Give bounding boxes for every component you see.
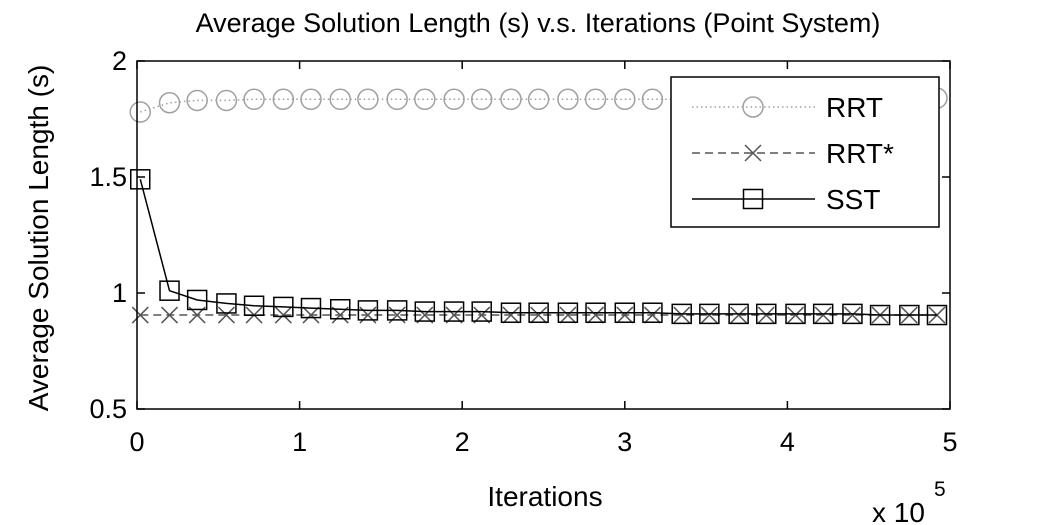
data-point-sst [812, 303, 834, 325]
data-point-rrt-star [502, 306, 520, 324]
data-point-sst [614, 302, 636, 323]
data-point-sst [756, 303, 777, 325]
data-point-rrt [500, 88, 522, 111]
y-axis-label: Average Solution Length (s) [23, 65, 54, 412]
x-axis: 0 1 2 3 4 5 [129, 61, 958, 457]
data-point-sst [386, 300, 408, 321]
data-point-sst [500, 302, 522, 323]
data-point-rrt [527, 88, 550, 111]
x-axis-label: Iterations [487, 481, 602, 512]
data-point-rrt-star [730, 306, 748, 324]
x-tick-label: 1 [292, 427, 307, 457]
x-tick-label: 3 [617, 427, 632, 457]
data-point-rrt-star [673, 306, 691, 324]
data-point-rrt-star [587, 306, 605, 324]
data-point-sst [728, 303, 749, 325]
data-point-rrt-star [160, 306, 179, 324]
data-point-sst [186, 289, 208, 311]
data-point-rrt [300, 88, 322, 111]
x-tick-label: 4 [780, 427, 795, 457]
y-tick-label: 0.5 [89, 394, 127, 424]
data-point-rrt-star [131, 306, 149, 324]
data-point-sst [585, 302, 606, 323]
data-point-rrt-star [643, 306, 661, 324]
data-point-rrt-star [814, 306, 832, 324]
data-point-rrt-star [302, 306, 320, 324]
legend-box [670, 76, 940, 228]
legend-marker-sst [742, 188, 764, 210]
y-axis: 0.5 1 1.5 2 [89, 46, 950, 424]
data-point-rrt-star [700, 306, 718, 324]
data-point-rrt-star [616, 306, 634, 324]
data-point-sst [273, 296, 294, 318]
data-point-sst [130, 169, 151, 190]
data-point-sst [842, 303, 863, 325]
data-point-rrt [272, 88, 295, 111]
legend: RRT RRT* SST [670, 76, 940, 228]
data-point-sst [243, 295, 265, 317]
data-point-sst [785, 303, 806, 325]
data-point-rrt [215, 89, 238, 112]
plot-area [129, 87, 948, 326]
data-point-rrt [557, 88, 579, 111]
data-point-rrt [243, 88, 265, 111]
legend-label-sst: SST [826, 184, 880, 215]
legend-label-rrt-star: RRT* [826, 138, 894, 169]
y-tick-label: 2 [112, 46, 127, 76]
data-point-rrt [129, 101, 152, 123]
x-multiplier-base: x 10 [872, 497, 925, 525]
data-point-sst [557, 302, 579, 323]
data-point-sst [869, 304, 891, 326]
data-point-rrt [443, 88, 465, 111]
data-point-sst [699, 303, 720, 325]
legend-label-rrt: RRT [826, 92, 883, 123]
data-point-sst [300, 297, 322, 319]
data-point-rrt [584, 88, 607, 111]
x-tick-label: 2 [455, 427, 470, 457]
data-point-rrt [414, 88, 436, 111]
x-tick-label: 5 [942, 427, 957, 457]
axes-frame [136, 60, 951, 410]
data-point-sst [899, 304, 920, 326]
data-point-rrt [357, 88, 379, 111]
data-point-rrt [386, 88, 408, 111]
data-point-sst [159, 280, 180, 301]
x-multiplier-exponent: 5 [934, 478, 946, 501]
data-point-rrt-star [274, 306, 292, 324]
data-point-rrt [641, 88, 664, 111]
y-tick-label: 1.5 [89, 162, 127, 192]
data-point-rrt [186, 89, 208, 112]
data-point-rrt-star [559, 306, 577, 324]
data-point-rrt [329, 88, 351, 111]
data-point-sst [528, 302, 549, 323]
legend-marker-rrt-star [744, 144, 762, 162]
x-tick-label: 0 [129, 427, 144, 457]
data-point-rrt-star [217, 306, 235, 324]
data-point-sst [357, 300, 379, 321]
y-tick-label: 1 [112, 278, 127, 308]
data-point-rrt-star [530, 306, 548, 324]
data-point-rrt-star [757, 306, 775, 324]
data-point-sst [671, 303, 692, 325]
data-point-rrt-star [786, 306, 805, 324]
data-point-rrt [158, 92, 181, 114]
data-point-sst [330, 298, 351, 320]
data-point-rrt [470, 88, 493, 111]
data-point-sst [471, 301, 492, 322]
data-point-sst [443, 301, 465, 322]
legend-marker-rrt [742, 96, 764, 118]
data-point-rrt-star [843, 306, 861, 324]
chart-title: Average Solution Length (s) v.s. Iterati… [196, 8, 881, 38]
data-point-sst [926, 304, 948, 326]
data-point-sst [216, 293, 237, 314]
data-point-sst [642, 302, 663, 323]
data-point-rrt [614, 88, 636, 111]
data-point-sst [414, 301, 436, 322]
